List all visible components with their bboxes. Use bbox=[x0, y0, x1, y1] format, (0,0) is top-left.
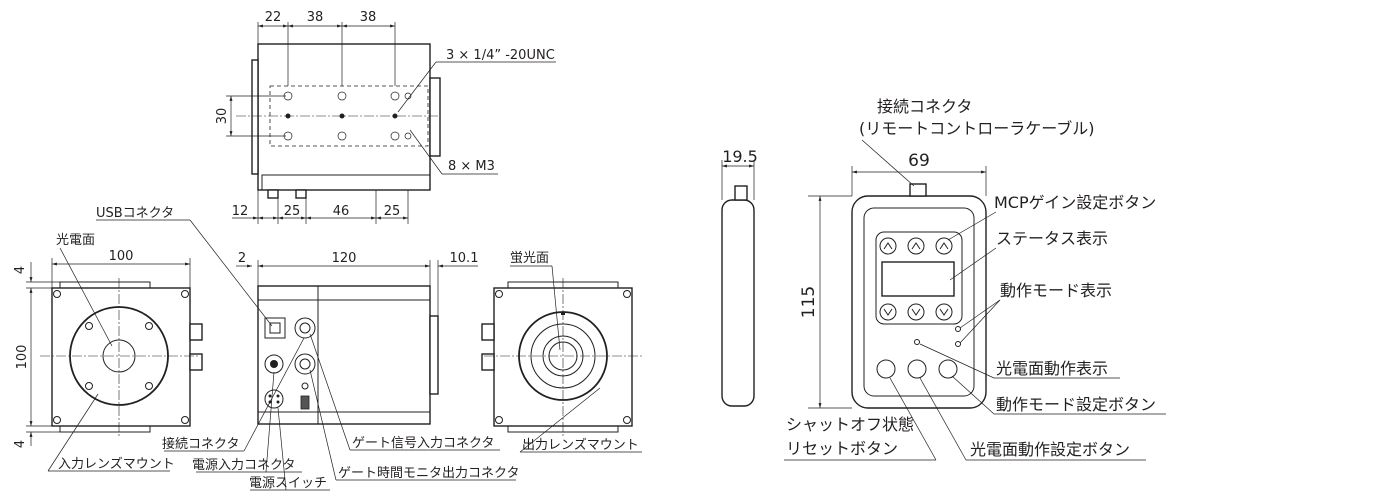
label-output-mount: 出力レンズマウント bbox=[522, 437, 639, 453]
dim-width-100: 100 bbox=[109, 249, 134, 264]
mount-holes bbox=[283, 91, 412, 141]
label-m3: 8 × M3 bbox=[448, 159, 495, 174]
dim-19-5: 19.5 bbox=[722, 147, 758, 166]
camera-top-view: 22 38 38 30 12 25 46 25 3 × 1/4” -20UNC … bbox=[215, 10, 556, 224]
label-status-display: ステータス表示 bbox=[996, 229, 1108, 248]
label-power-input: 電源入力コネクタ bbox=[192, 458, 295, 473]
connector-cluster bbox=[264, 317, 316, 410]
status-display bbox=[881, 261, 955, 297]
label-remote-cable: (リモートコントローラケーブル) bbox=[859, 119, 1095, 138]
label-input-mount: 入力レンズマウント bbox=[58, 456, 175, 472]
remote-front-view: 69 115 接続コネクタ (リモートコントローラケーブル) MCPゲイン設定ボ… bbox=[784, 97, 1166, 461]
camera-front-view: 100 100 4 4 光電面 入力レンズマウント bbox=[13, 233, 203, 472]
dim-46: 46 bbox=[333, 204, 350, 219]
label-unc-thread: 3 × 1/4” -20UNC bbox=[446, 48, 555, 63]
label-remote-connector: 接続コネクタ bbox=[877, 97, 972, 116]
label-usb-connector: USBコネクタ bbox=[96, 206, 174, 221]
label-cathode-button: 光電面動作設定ボタン bbox=[970, 440, 1130, 459]
label-power-switch: 電源スイッチ bbox=[249, 476, 327, 491]
dim-22: 22 bbox=[265, 10, 282, 25]
camera-back-view: 蛍光面 出力レンズマウント bbox=[481, 251, 642, 453]
dim-69: 69 bbox=[908, 151, 930, 171]
dim-2: 2 bbox=[238, 251, 246, 266]
label-mode-button: 動作モード設定ボタン bbox=[996, 395, 1156, 414]
label-mode-display: 動作モード表示 bbox=[1000, 281, 1112, 300]
remote-side-view: 19.5 bbox=[721, 147, 758, 407]
label-phosphor: 蛍光面 bbox=[510, 251, 549, 266]
mcp-gain-buttons bbox=[879, 237, 953, 321]
label-shutoff-1: シャットオフ状態 bbox=[786, 415, 914, 434]
label-connector: 接続コネクタ bbox=[162, 436, 239, 452]
dim-25-a: 25 bbox=[284, 204, 301, 219]
dim-25-b: 25 bbox=[384, 204, 401, 219]
label-cathode-display: 光電面動作表示 bbox=[996, 359, 1108, 378]
label-shutoff-2: リセットボタン bbox=[786, 439, 898, 458]
dim-115: 115 bbox=[799, 286, 819, 318]
dim-30: 30 bbox=[215, 108, 230, 125]
dim-38-a: 38 bbox=[307, 10, 324, 25]
label-gate-input: ゲート信号入力コネクタ bbox=[352, 436, 494, 451]
dim-12: 12 bbox=[232, 204, 249, 219]
dim-height-100: 100 bbox=[15, 345, 30, 370]
bottom-buttons bbox=[876, 359, 958, 379]
label-mcp-gain: MCPゲイン設定ボタン bbox=[994, 193, 1156, 212]
camera-side-view: 2 120 10.1 USBコネクタ 接続コネクタ 電源入力コネクタ 電源スイッ… bbox=[96, 206, 519, 491]
dim-10-1: 10.1 bbox=[450, 251, 479, 266]
label-gate-monitor: ゲート時間モニタ出力コネクタ bbox=[338, 466, 519, 481]
label-photocathode: 光電面 bbox=[56, 233, 95, 248]
dim-4-bottom: 4 bbox=[13, 440, 28, 448]
dim-38-b: 38 bbox=[360, 10, 377, 25]
dim-4-top: 4 bbox=[13, 266, 28, 274]
dim-120: 120 bbox=[332, 251, 357, 266]
